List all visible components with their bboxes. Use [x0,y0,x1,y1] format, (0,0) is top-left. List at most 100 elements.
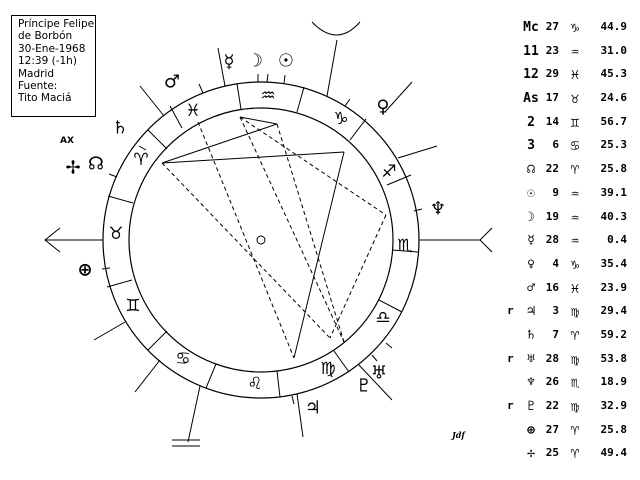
degree-value: 7 [552,327,559,341]
body-symbol: Mc [523,20,539,35]
minute-value: 23.9 [600,280,628,294]
table-row: ☊ 22 ♈ 25.8 [495,162,635,186]
venus-glyph: ♀ [376,97,389,118]
cusp-12 [139,85,165,117]
degree-value: 27 [545,20,559,33]
minute-value: 49.4 [600,446,628,460]
sign-symbol: ♍ [570,351,580,368]
sign-symbol: ♋ [570,138,580,155]
degree-value: 9 [552,185,559,199]
body-symbol: 12 [523,67,539,83]
degree-value: 19 [545,209,559,223]
center-circle [256,235,266,245]
cusp-11-opp [296,393,304,438]
degree-value: 22 [545,399,559,412]
sign-symbol: ♓ [570,280,580,297]
moon-glyph: ☽ [247,51,263,72]
cancer-sign: ♋ [175,349,190,369]
house-cusps [44,21,493,447]
mercury-glyph: ☿ [223,52,234,73]
sign-dividers [106,83,419,398]
table-row: ⊕27♈25.8 [495,423,635,447]
planet-glyphs: ♂ ☿ ☽ ☉ ♀ ♄ ☊ ✢ ♆ ⊕ ♅ ♇ ♃ [65,51,446,419]
aspect-lines [161,116,387,359]
body-symbol: ☉ [527,185,535,201]
sign-symbol: ♑ [570,20,580,36]
body-symbol: ☿ [527,233,535,249]
sun-glyph: ☉ [278,51,294,72]
body-symbol: ♂ [527,280,535,296]
scorpio-sign: ♏ [397,236,412,256]
minute-value: 59.2 [600,327,628,341]
degree-value: 26 [545,375,559,389]
sign-symbol: ♍ [570,304,580,321]
sagittarius-sign: ♐ [381,162,396,182]
cusp-3-opp [384,81,413,113]
aries-sign: ♈ [133,150,148,170]
taurus-sign: ♉ [108,224,123,244]
sign-symbol: ♒ [570,185,580,202]
ic-line [187,385,201,443]
sign-symbol: ♈ [570,162,580,179]
minute-value: 31.0 [600,43,628,57]
degree-value: 4 [552,256,559,270]
mars-glyph: ♂ [164,72,180,93]
info-time: 12:39 (-1h) [18,55,77,68]
table-row: ☿28♒0.4 [495,233,635,257]
minute-value: 39.1 [600,185,628,199]
aquarius-sign: ♒ [260,86,275,106]
body-symbol: ✢ [527,446,535,462]
gemini-sign: ♊ [125,296,140,316]
sign-symbol: ♉ [570,91,580,108]
sign-symbol: ♓ [570,67,580,84]
body-symbol: ♅ [527,351,535,367]
info-date: 30-Ene-1968 [18,42,86,55]
minute-value: 44.9 [600,20,628,33]
sign-symbol: ♈ [570,327,580,344]
body-symbol: As [523,91,539,107]
degree-value: 22 [545,162,559,176]
table-row: r♅28♍53.8 [495,352,635,376]
signature: Jdf [452,430,465,440]
mc-arc [311,21,361,36]
table-row: r♇22♍32.9 [495,399,635,423]
saturn-glyph: ♄ [112,118,128,139]
info-name: Príncipe Felipe [18,18,95,30]
table-row: ✢25♈49.4 [495,446,635,470]
body-symbol: ☊ [527,162,535,178]
table-row: As 17 ♉ 24.6 [495,91,635,115]
birth-info-box: Príncipe Felipe de Borbón 30-Ene-1968 12… [11,15,96,117]
sign-symbol: ♈ [570,446,580,463]
minute-value: 35.4 [600,256,628,270]
degree-value: 27 [545,422,559,436]
minute-value: 18.9 [600,375,628,389]
sign-symbol: ♈ [570,422,580,439]
minute-value: 25.8 [600,162,628,176]
dsc-arrow [479,227,493,253]
table-row: ♂16♓23.9 [495,281,635,305]
degree-value: 3 [552,304,559,318]
cusp-3 [134,359,161,393]
cusp-2-opp [397,145,438,159]
sign-symbol: ♏ [570,375,580,392]
sign-symbol: ♍ [570,399,580,415]
capricorn-sign: ♑ [333,109,348,129]
degree-value: 14 [545,114,559,128]
body-symbol: ♃ [527,304,535,320]
mc-line [326,39,338,97]
degree-value: 23 [545,43,559,57]
minute-value: 0.4 [607,233,627,247]
neptune-glyph: ♆ [430,199,446,220]
cusp-2 [93,321,126,341]
degree-value: 17 [545,91,559,105]
minute-value: 40.3 [600,209,628,223]
node-glyph: ☊ [88,154,104,175]
minute-value: 24.6 [600,91,628,105]
sign-symbol: ♑ [570,256,580,273]
